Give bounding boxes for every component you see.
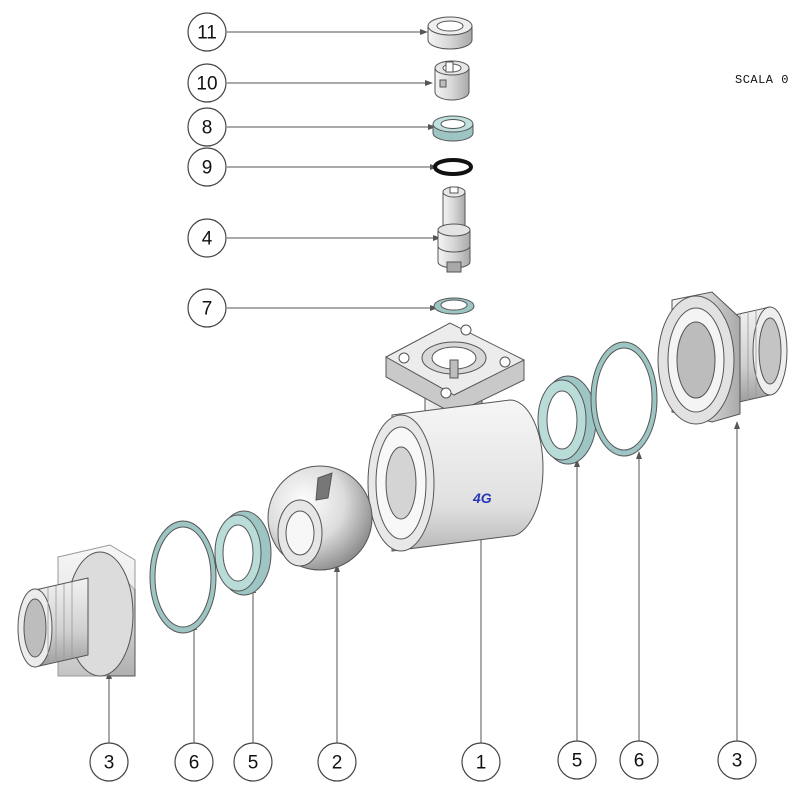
part-10-gland [434,60,470,101]
callout-circles [89,12,757,782]
callout-circle-11 [187,12,227,52]
part-7-washer [433,297,475,315]
part-5-seat-left [214,510,272,596]
callout-circle-3-left [89,742,129,782]
callout-circle-6-left [174,742,214,782]
callout-label-5-left: 5 [248,753,259,774]
callout-circle-6-right [619,740,659,780]
part-2-ball [267,465,373,571]
part-6-seal-right [590,341,658,457]
callout-circle-8 [187,107,227,147]
leader-lines [108,31,738,743]
callout-label-7: 7 [202,299,213,320]
scale-label: SCALA 0 [735,73,789,87]
part-8-stem-bush [432,115,474,142]
part-1-valve-body: 4G [367,322,544,552]
callout-circle-4 [187,218,227,258]
callout-label-6-right: 6 [634,751,645,772]
callout-label-3-left: 3 [104,753,115,774]
callout-circle-3-right [717,740,757,780]
callout-label-4: 4 [202,229,213,250]
callout-label-3-right: 3 [732,751,743,772]
part-3-end-connector-left [17,544,136,677]
part-9-o-ring [433,158,473,176]
callout-label-10: 10 [196,74,217,95]
callout-label-11: 11 [197,23,217,44]
callout-circle-9 [187,147,227,187]
callout-circle-1 [461,742,501,782]
part-6-seal-left [149,520,217,634]
callout-label-1: 1 [476,753,487,774]
callout-circle-5-right [557,740,597,780]
callout-label-9: 9 [202,158,213,179]
part-3-end-connector-right [657,291,788,425]
part-4-stem [437,186,471,273]
callout-label-5-right: 5 [572,751,583,772]
callout-label-2: 2 [332,753,343,774]
callout-label-6-left: 6 [189,753,200,774]
callout-circle-2 [317,742,357,782]
callout-circle-7 [187,288,227,328]
brand-mark: 4G [472,490,492,506]
part-11-ring-nut [427,16,473,50]
part-5-seat-right [537,375,597,465]
callout-circle-5-left [233,742,273,782]
callout-label-8: 8 [202,118,213,139]
callout-circle-10 [187,63,227,103]
